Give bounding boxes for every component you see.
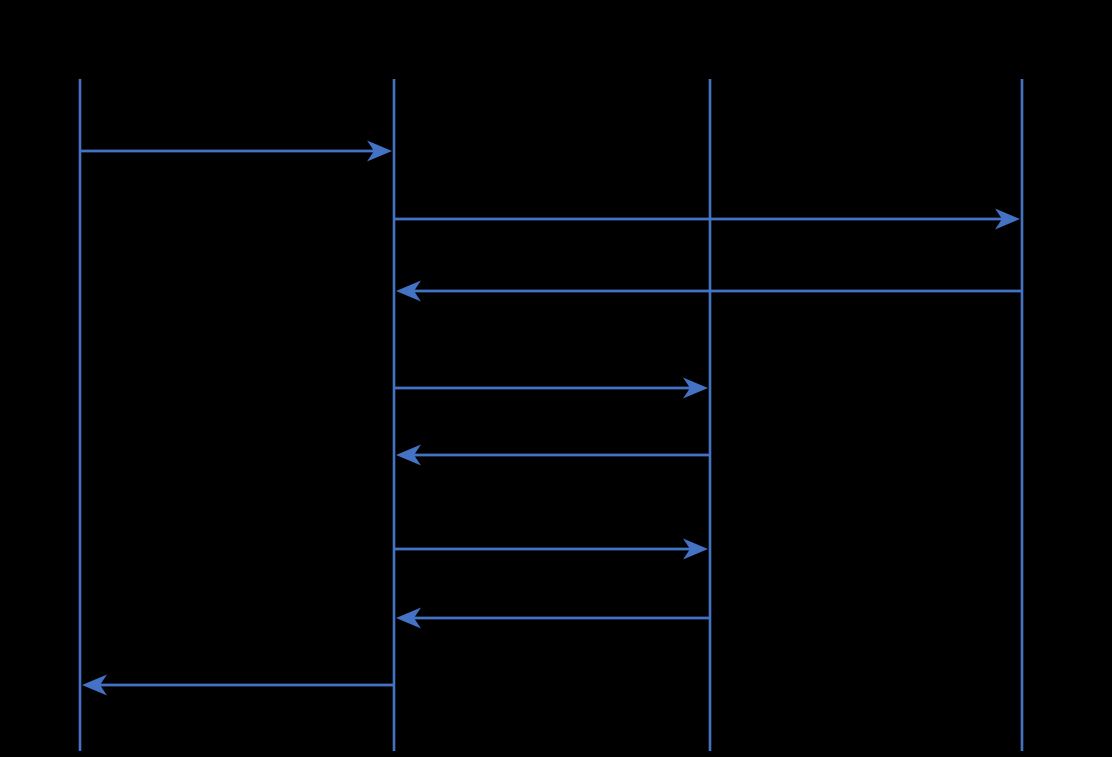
message-arrow-3-head-icon bbox=[396, 280, 421, 302]
message-arrow-8-head-icon bbox=[82, 674, 107, 696]
message-arrow-6-head-icon bbox=[683, 538, 708, 560]
message-arrow-2 bbox=[394, 208, 1020, 230]
message-arrow-8 bbox=[82, 674, 394, 696]
message-arrow-4 bbox=[394, 377, 708, 399]
message-arrow-7 bbox=[396, 607, 710, 629]
message-arrow-3 bbox=[396, 280, 1022, 302]
message-arrow-6 bbox=[394, 538, 708, 560]
message-arrow-5-head-icon bbox=[396, 444, 421, 466]
message-arrow-1 bbox=[80, 140, 392, 162]
message-arrow-4-head-icon bbox=[683, 377, 708, 399]
message-arrow-2-head-icon bbox=[995, 208, 1020, 230]
message-arrow-1-head-icon bbox=[367, 140, 392, 162]
message-arrow-7-head-icon bbox=[396, 607, 421, 629]
message-arrow-5 bbox=[396, 444, 710, 466]
